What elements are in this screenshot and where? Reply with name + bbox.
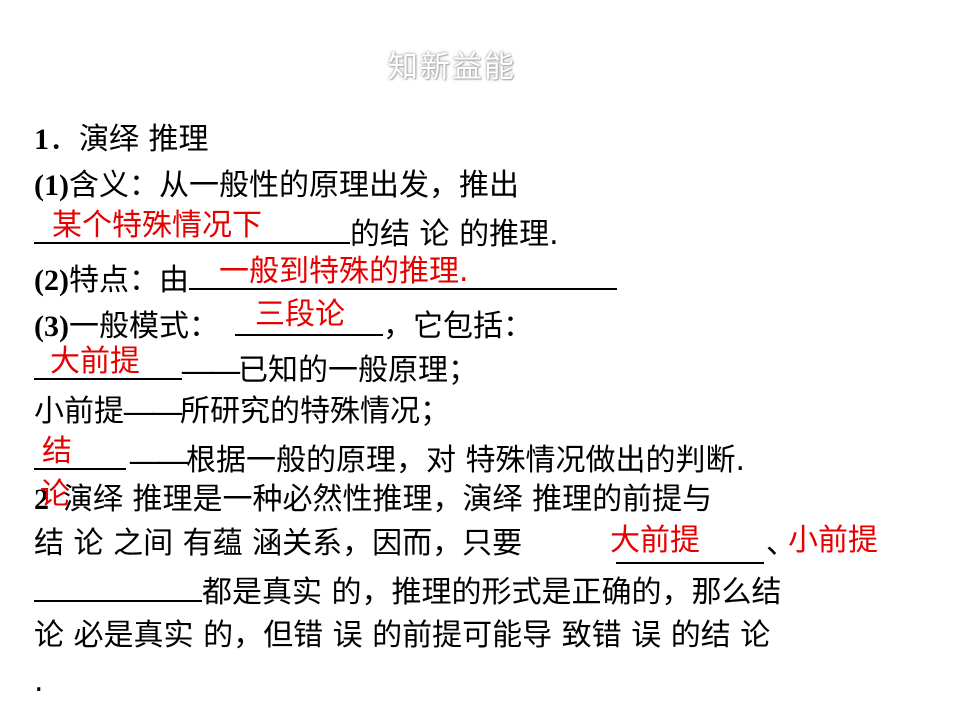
- pattern-text: 一般模式：: [68, 309, 219, 344]
- feature-label: (2): [34, 264, 69, 297]
- major-premise-text: 已知的一般原理；: [238, 353, 478, 388]
- pattern-line: (3)一般模式： 三段论 ，它包括：: [34, 298, 533, 345]
- section2-answer-minor: 小前提: [788, 523, 878, 558]
- conclusion-blank: 结: [34, 434, 126, 470]
- minor-premise-text: 所研究的特殊情况；: [180, 394, 450, 429]
- meaning-answer-line: 某个特殊情况下 的结 论 的推理.: [34, 208, 559, 252]
- conclusion-answer-part2: 论: [40, 477, 70, 512]
- section2-line4: 论 必是真实 的，但错 误 的前提可能导 致错 误 的结 论: [34, 616, 770, 656]
- section2-line2: 结 论 之间 有蕴 涵关系，因而，只要: [34, 524, 522, 564]
- section2-line1: 2 演绎 推理是一种必然性推理，演绎 推理的前提与: [34, 480, 712, 520]
- section2-text-line2: 结 论 之间 有蕴 涵关系，因而，只要: [34, 526, 523, 561]
- section2-line5: .: [34, 662, 44, 702]
- major-premise-line: 大前提 ——已知的一般原理；: [34, 344, 478, 388]
- major-premise-blank: 大前提: [34, 344, 182, 380]
- conclusion-text: 根据一般的原理，对 特殊情况做出的判断.: [186, 443, 746, 478]
- conclusion-dash: ——: [130, 444, 188, 477]
- section2-text-line4: 论 必是真实 的，但错 误 的前提可能导 致错 误 的结 论: [34, 618, 771, 653]
- section1-title: ．演绎 推理: [49, 122, 209, 157]
- minor-premise-line: 小前提——所研究的特殊情况；: [34, 392, 450, 432]
- section1-number: 1: [34, 123, 49, 156]
- minor-premise-label: 小前提: [34, 394, 124, 429]
- meaning-blank: 某个特殊情况下: [34, 208, 350, 244]
- major-premise-answer: 大前提: [50, 344, 140, 379]
- section2-separator: 、: [766, 526, 796, 561]
- meaning-answer: 某个特殊情况下: [52, 208, 262, 243]
- conclusion-line: 结 ——根据一般的原理，对 特殊情况做出的判断.: [34, 434, 746, 478]
- section2-text-line3: 都是真实 的，推理的形式是正确的，那么结: [202, 575, 782, 610]
- meaning-line: (1)含义：从一般性的原理出发，推出: [34, 166, 519, 206]
- major-premise-dash: ——: [182, 354, 240, 387]
- meaning-label: (1): [34, 169, 69, 202]
- section1-title-line: 1．演绎 推理: [34, 120, 209, 160]
- meaning-tail: 的结 论 的推理.: [350, 217, 559, 252]
- major-premise-blank-2: [616, 562, 764, 564]
- section2-number: 2: [34, 483, 49, 516]
- minor-premise-dash: ——: [124, 395, 182, 428]
- section2-answer-major: 大前提: [610, 523, 700, 558]
- feature-blank: 一般到特殊的推理.: [188, 254, 617, 290]
- conclusion-answer-part1: 结: [42, 434, 72, 469]
- pattern-blank: 三段论: [234, 298, 383, 336]
- feature-answer: 一般到特殊的推理.: [218, 254, 469, 289]
- pattern-tail: ，它包括：: [382, 309, 533, 344]
- minor-premise-blank-2: [34, 570, 202, 602]
- page-header: 知新益能: [388, 50, 516, 85]
- feature-text: 特点：由: [68, 263, 189, 298]
- pattern-label: (3): [34, 310, 69, 343]
- pattern-answer: 三段论: [254, 297, 345, 332]
- section2-line3: 都是真实 的，推理的形式是正确的，那么结: [34, 570, 782, 610]
- section2-text-line1: 演绎 推理是一种必然性推理，演绎 推理的前提与: [63, 482, 713, 517]
- meaning-text: 含义：从一般性的原理出发，推出: [68, 168, 519, 203]
- feature-line: (2)特点：由 一般到特殊的推理.: [34, 254, 617, 298]
- section2-text-line5: .: [34, 664, 44, 699]
